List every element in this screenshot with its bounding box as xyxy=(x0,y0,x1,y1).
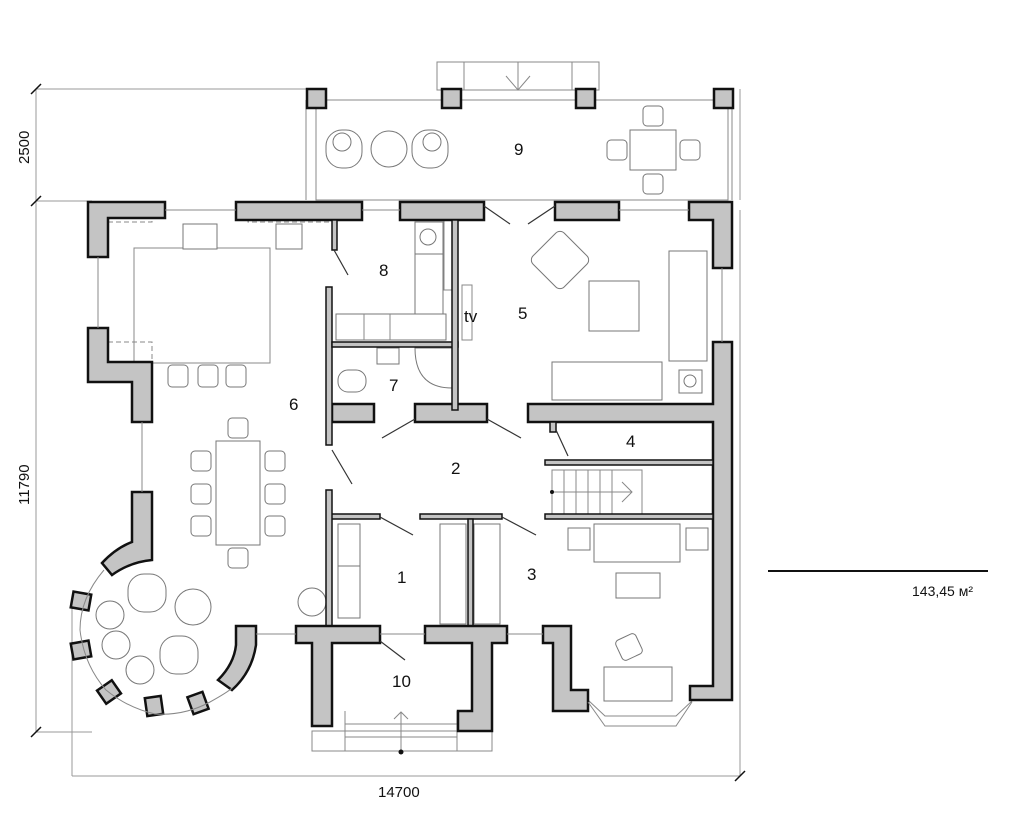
room-label-1: 1 xyxy=(397,568,406,587)
room-label-10: 10 xyxy=(392,672,411,691)
room-label-9: 9 xyxy=(514,140,523,159)
terrace xyxy=(305,61,735,201)
dimension-height: 11790 xyxy=(16,464,33,505)
entrance-porch xyxy=(311,711,493,755)
plant-icon xyxy=(95,600,125,630)
tv-label: tv xyxy=(464,307,478,326)
staircase xyxy=(550,469,643,515)
kitchen-dining xyxy=(95,202,330,685)
room-label-5: 5 xyxy=(518,304,527,323)
doors xyxy=(331,205,569,661)
room-label-3: 3 xyxy=(527,565,536,584)
living-room xyxy=(530,230,708,401)
plant-icon xyxy=(125,655,155,685)
total-area: 143,45 м² xyxy=(912,583,973,599)
room-label-7: 7 xyxy=(389,376,398,395)
study-and-dressing xyxy=(337,523,709,717)
dimension-width: 14700 xyxy=(378,784,420,801)
walls xyxy=(69,200,734,733)
plant-icon xyxy=(297,587,327,617)
area-divider xyxy=(768,570,988,572)
room-label-8: 8 xyxy=(379,261,388,280)
dimension-top-depth: 2500 xyxy=(16,131,33,164)
plant-icon xyxy=(101,630,131,660)
room-label-4: 4 xyxy=(626,432,635,451)
utility-rooms xyxy=(335,219,473,393)
room-label-2: 2 xyxy=(451,459,460,478)
room-label-6: 6 xyxy=(289,395,298,414)
dimension-lines xyxy=(30,83,746,782)
